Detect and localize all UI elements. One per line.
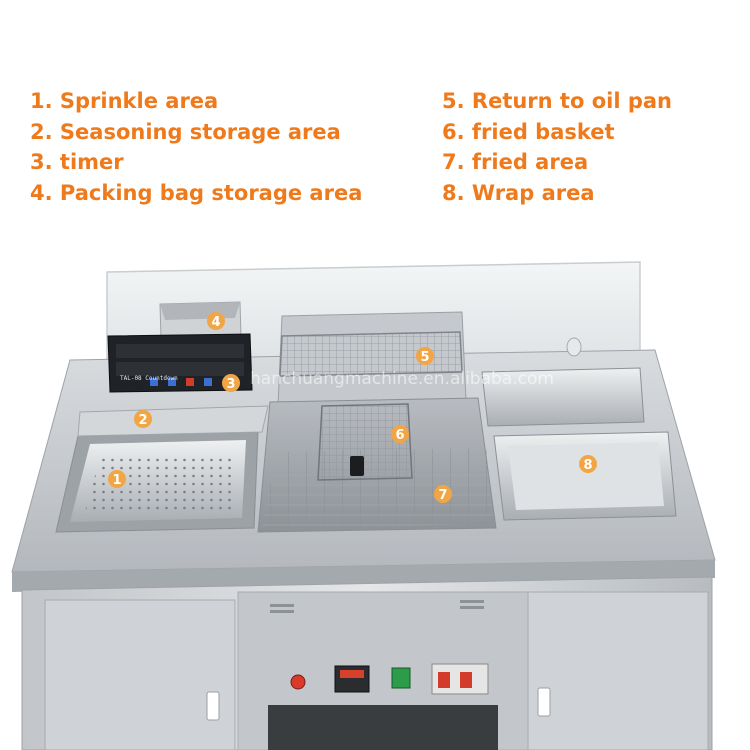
legend-right-column: 5. Return to oil pan 6. fried basket 7. … <box>442 86 672 208</box>
marker-4-number: 4 <box>211 315 220 330</box>
cabinet <box>21 576 713 750</box>
marker-2: 2 <box>134 410 152 428</box>
marker-5: 5 <box>416 347 434 365</box>
legend-item-fried-area: 7. fried area <box>442 150 589 174</box>
fry-basket <box>317 403 413 481</box>
marker-3: 3 <box>222 374 240 392</box>
marker-6: 6 <box>391 425 409 443</box>
sprinkle-tray <box>55 431 259 533</box>
legend-left-column: 1. Sprinkle area 2. Seasoning storage ar… <box>30 86 362 208</box>
marker-1-number: 1 <box>112 473 121 488</box>
marker-7-number: 7 <box>438 488 447 503</box>
legend-item-seasoning-storage-area: 2. Seasoning storage area <box>30 119 341 144</box>
marker-5-number: 5 <box>420 350 429 365</box>
wrap-area-trays <box>481 337 677 521</box>
marker-8-number: 8 <box>583 458 592 473</box>
power-switch-icon <box>391 667 411 689</box>
legend-item-return-to-oil-pan: 5. Return to oil pan <box>442 89 672 113</box>
legend-item-fried-basket: 6. fried basket <box>442 119 615 144</box>
watermark-text: hanchuangmachine.en.alibaba.com <box>250 369 554 389</box>
faucet-knob-icon <box>566 337 582 357</box>
marker-7: 7 <box>434 485 452 503</box>
marker-1: 1 <box>108 470 126 488</box>
legend: 1. Sprinkle area 2. Seasoning storage ar… <box>0 86 750 216</box>
marker-2-number: 2 <box>138 413 147 428</box>
marker-6-number: 6 <box>395 428 404 443</box>
legend-item-timer: 3. timer <box>30 150 124 174</box>
marker-8: 8 <box>579 455 597 473</box>
legend-item-sprinkle-area: 1. Sprinkle area <box>30 89 219 113</box>
seasoning-bin <box>77 405 269 437</box>
marker-3-number: 3 <box>226 377 235 392</box>
marker-4: 4 <box>207 312 225 330</box>
legend-item-packing-bag-storage-area: 4. Packing bag storage area <box>30 180 363 205</box>
oil-return-rack <box>279 331 463 377</box>
countdown-timer: TAL-08 Countdown <box>107 333 253 393</box>
power-light-icon <box>290 674 306 690</box>
timer-model-label: TAL-08 Countdown <box>120 375 178 382</box>
legend-item-wrap-area: 8. Wrap area <box>442 180 595 205</box>
vent-slots <box>270 600 484 613</box>
